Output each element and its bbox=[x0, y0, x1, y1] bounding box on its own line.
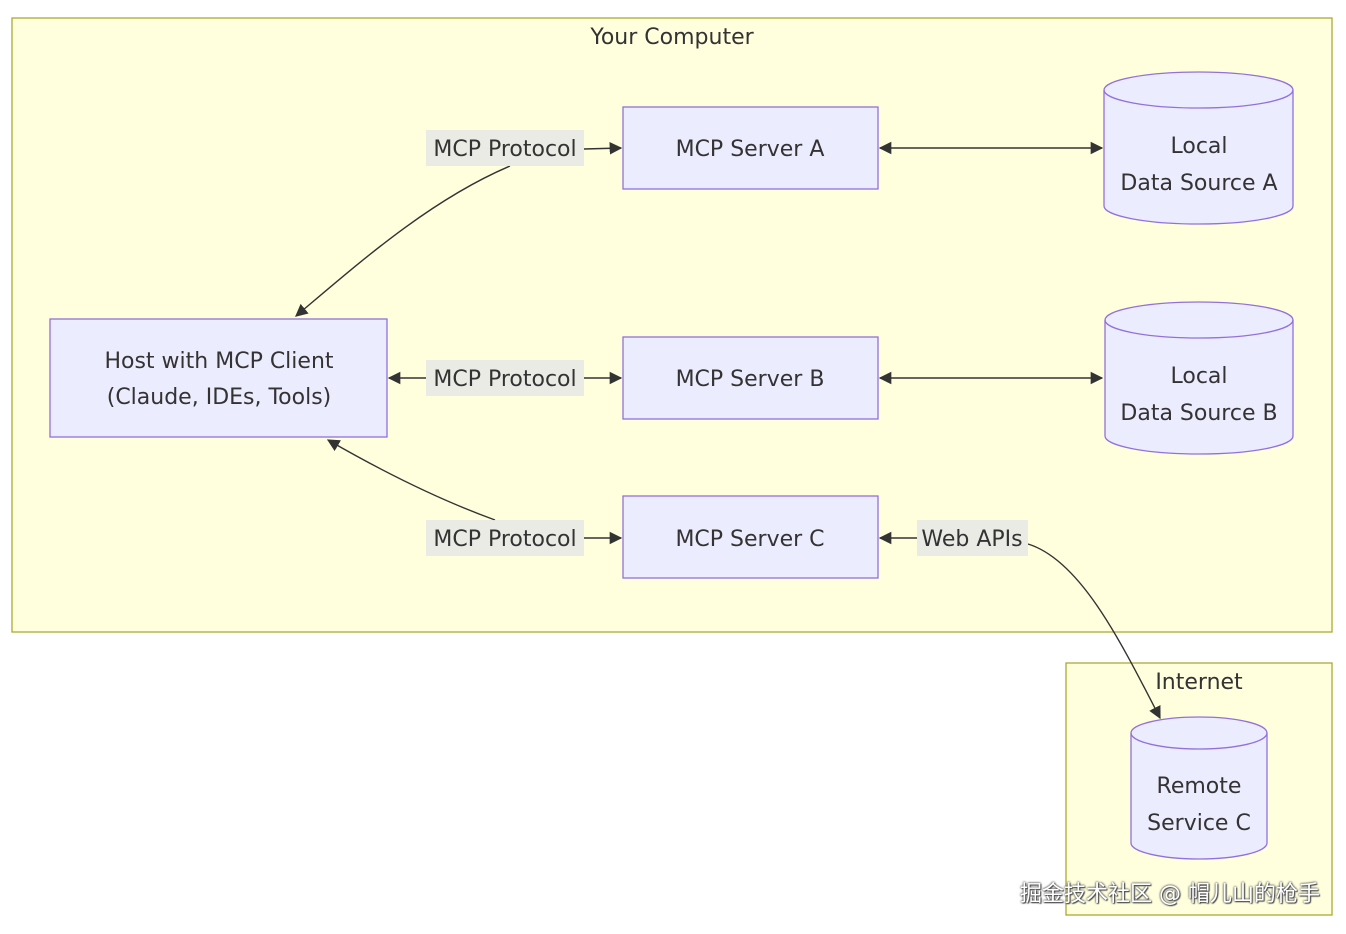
node-server-a-box bbox=[622, 106, 879, 190]
node-local-data-source-b: Local Data Source B bbox=[1104, 301, 1294, 455]
node-source-a-line2: Data Source A bbox=[1120, 171, 1277, 196]
node-source-b-line2: Data Source B bbox=[1120, 401, 1277, 426]
edge-host-a-arrow bbox=[583, 142, 623, 155]
watermark: 掘金技术社区 @ 帽儿山的枪手 bbox=[1020, 882, 1320, 907]
cluster-your-computer-title: Your Computer bbox=[589, 25, 754, 50]
edge-host-a-curve bbox=[295, 165, 511, 317]
node-server-a: MCP Server A bbox=[622, 106, 879, 190]
edge-label-host-c: MCP Protocol bbox=[433, 527, 576, 552]
edge-label-bg bbox=[917, 520, 1028, 556]
edge-host-c-curve bbox=[326, 439, 496, 521]
node-server-c-label: MCP Server C bbox=[675, 527, 824, 552]
edge-host-server-c: MCP Protocol bbox=[326, 439, 623, 556]
node-remote-c-line2: Service C bbox=[1147, 811, 1251, 836]
edge-server-c-remote: Web APIs bbox=[878, 520, 1161, 720]
node-server-c: MCP Server C bbox=[622, 495, 879, 579]
node-server-a-label: MCP Server A bbox=[676, 137, 825, 162]
cylinder-body bbox=[1130, 716, 1268, 860]
node-source-b-line1: Local bbox=[1170, 364, 1227, 389]
node-remote-c-line1: Remote bbox=[1157, 774, 1242, 799]
edge-label-bg bbox=[426, 360, 584, 396]
cylinder-body bbox=[1104, 301, 1294, 455]
cylinder-rim bbox=[1103, 89, 1294, 109]
node-server-b: MCP Server B bbox=[622, 336, 879, 420]
cylinder-body bbox=[1103, 71, 1294, 225]
node-host-line1: Host with MCP Client bbox=[104, 349, 333, 374]
edge-host-server-a: MCP Protocol bbox=[295, 130, 623, 317]
node-host: Host with MCP Client (Claude, IDEs, Tool… bbox=[49, 318, 388, 438]
node-server-b-box bbox=[622, 336, 879, 420]
edge-label-host-a: MCP Protocol bbox=[433, 137, 576, 162]
node-server-b-label: MCP Server B bbox=[676, 367, 825, 392]
edge-label-bg bbox=[426, 130, 584, 166]
cluster-internet-title: Internet bbox=[1155, 670, 1243, 695]
node-server-c-box bbox=[622, 495, 879, 579]
edge-label-c-remote: Web APIs bbox=[921, 527, 1022, 552]
cylinder-rim bbox=[1130, 732, 1268, 750]
node-source-a-line1: Local bbox=[1170, 134, 1227, 159]
edge-host-server-b: MCP Protocol bbox=[387, 360, 623, 396]
edge-label-bg bbox=[426, 520, 584, 556]
node-local-data-source-a: Local Data Source A bbox=[1103, 71, 1294, 225]
node-host-box bbox=[49, 318, 388, 438]
edge-c-remote-curve bbox=[1027, 543, 1161, 720]
node-host-line2: (Claude, IDEs, Tools) bbox=[107, 385, 332, 410]
edge-label-host-b: MCP Protocol bbox=[433, 367, 576, 392]
cylinder-rim bbox=[1104, 319, 1294, 339]
node-remote-service-c: Remote Service C bbox=[1130, 716, 1268, 860]
